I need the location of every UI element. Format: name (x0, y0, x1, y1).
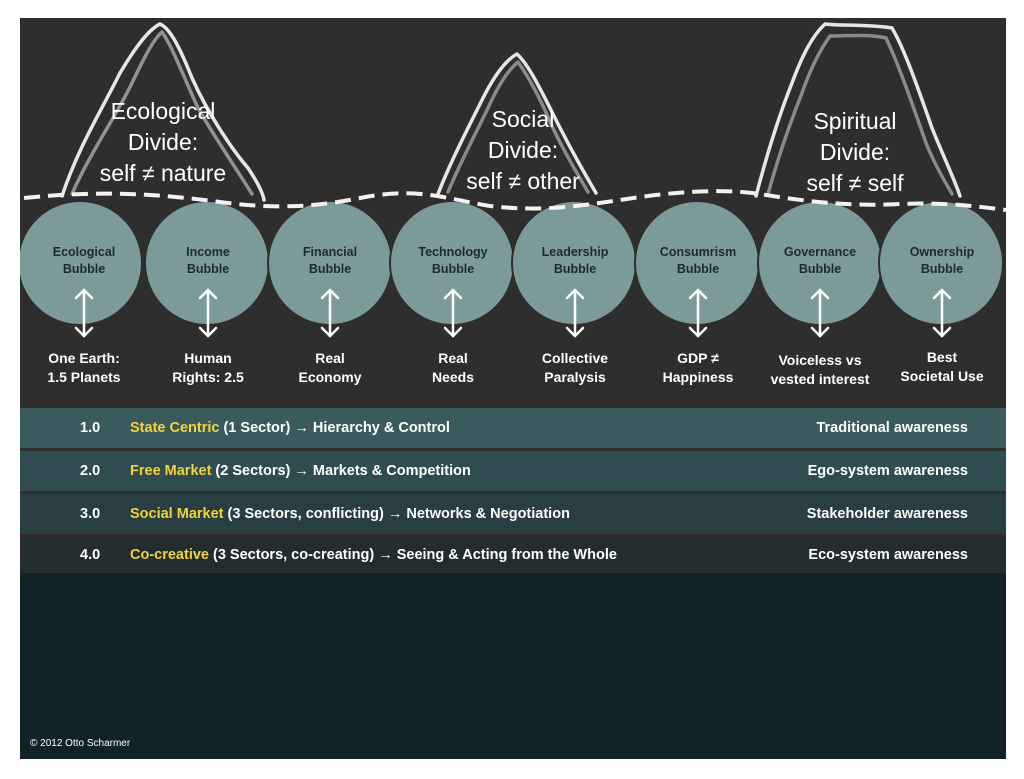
awareness-rest: Ego-system awareness (807, 463, 968, 479)
double-arrows (74, 288, 952, 338)
stage-rest: (3 Sectors, co-creating) → Seeing & Acti… (208, 547, 617, 563)
stage-description: Co-creative (3 Sectors, co-creating) → S… (130, 547, 617, 563)
arrow-6 (688, 288, 708, 338)
stage-number: 1.0 (80, 420, 101, 436)
arrow-7 (810, 288, 830, 338)
stage-row-4: 4.0 Co-creative (3 Sectors, co-creating)… (20, 537, 1006, 573)
stage-awareness: Ego-system awareness (808, 463, 968, 479)
arrow-3 (320, 288, 340, 338)
copyright-notice: © 2012 Otto Scharmer (30, 738, 131, 749)
arrow-1 (74, 288, 94, 338)
stage-rest: (1 Sector) → Hierarchy & Control (219, 420, 450, 436)
arrow-5 (565, 288, 585, 338)
stage-highlight: Free Market (130, 463, 212, 479)
social-mountain-inner (446, 60, 590, 194)
stage-number: 4.0 (80, 547, 101, 563)
stage-description: Free Market (2 Sectors) → Markets & Comp… (130, 463, 471, 479)
awareness-highlight: Traditional (816, 420, 890, 436)
stage-rest: (3 Sectors, conflicting) → Networks & Ne… (223, 506, 570, 522)
spiritual-mountain-inner (766, 33, 954, 196)
awareness-rest: awareness (889, 506, 968, 522)
ecological-mountain-outline (60, 22, 266, 202)
bottom-panel (20, 573, 1006, 759)
stage-rest: (2 Sectors) → Markets & Competition (211, 463, 471, 479)
awareness-highlight: Stakeholder (806, 506, 890, 522)
social-mountain-outline (436, 52, 598, 196)
ecological-mountain-inner (70, 30, 254, 196)
stage-description: Social Market (3 Sectors, conflicting) →… (130, 506, 570, 522)
arrow-8 (932, 288, 952, 338)
stage-row-1: 1.0 State Centric (1 Sector) → Hierarchy… (20, 408, 1006, 448)
stage-awareness: Eco-system awareness (808, 547, 968, 563)
stage-awareness: Traditional awareness (816, 420, 968, 436)
stage-description: State Centric (1 Sector) → Hierarchy & C… (130, 420, 450, 436)
waterline-dashed (23, 189, 1006, 212)
stage-row-3: 3.0 Social Market (3 Sectors, conflictin… (20, 494, 1006, 534)
stage-awareness: Stakeholder awareness (807, 506, 968, 522)
stage-highlight: Co-creative (130, 547, 209, 563)
stage-highlight: Social Market (130, 506, 224, 522)
ecological-metric: One Earth:1.5 Planets (47, 350, 121, 385)
stage-number: 3.0 (80, 506, 101, 522)
diagram-graphics (20, 22, 1006, 338)
arrow-2 (198, 288, 218, 338)
arrow-4 (443, 288, 463, 338)
stage-highlight: State Centric (130, 420, 220, 436)
stage-row-2: 2.0 Free Market (2 Sectors) → Markets & … (20, 451, 1006, 491)
stage-number: 2.0 (80, 463, 101, 479)
spiritual-mountain-outline (754, 22, 962, 198)
consumrism-metric: GDP ≠Happiness (662, 350, 734, 385)
awareness-rest: awareness (889, 420, 968, 436)
ecological-bubble-circle (20, 200, 143, 326)
awareness-rest: Eco-system awareness (808, 547, 968, 563)
